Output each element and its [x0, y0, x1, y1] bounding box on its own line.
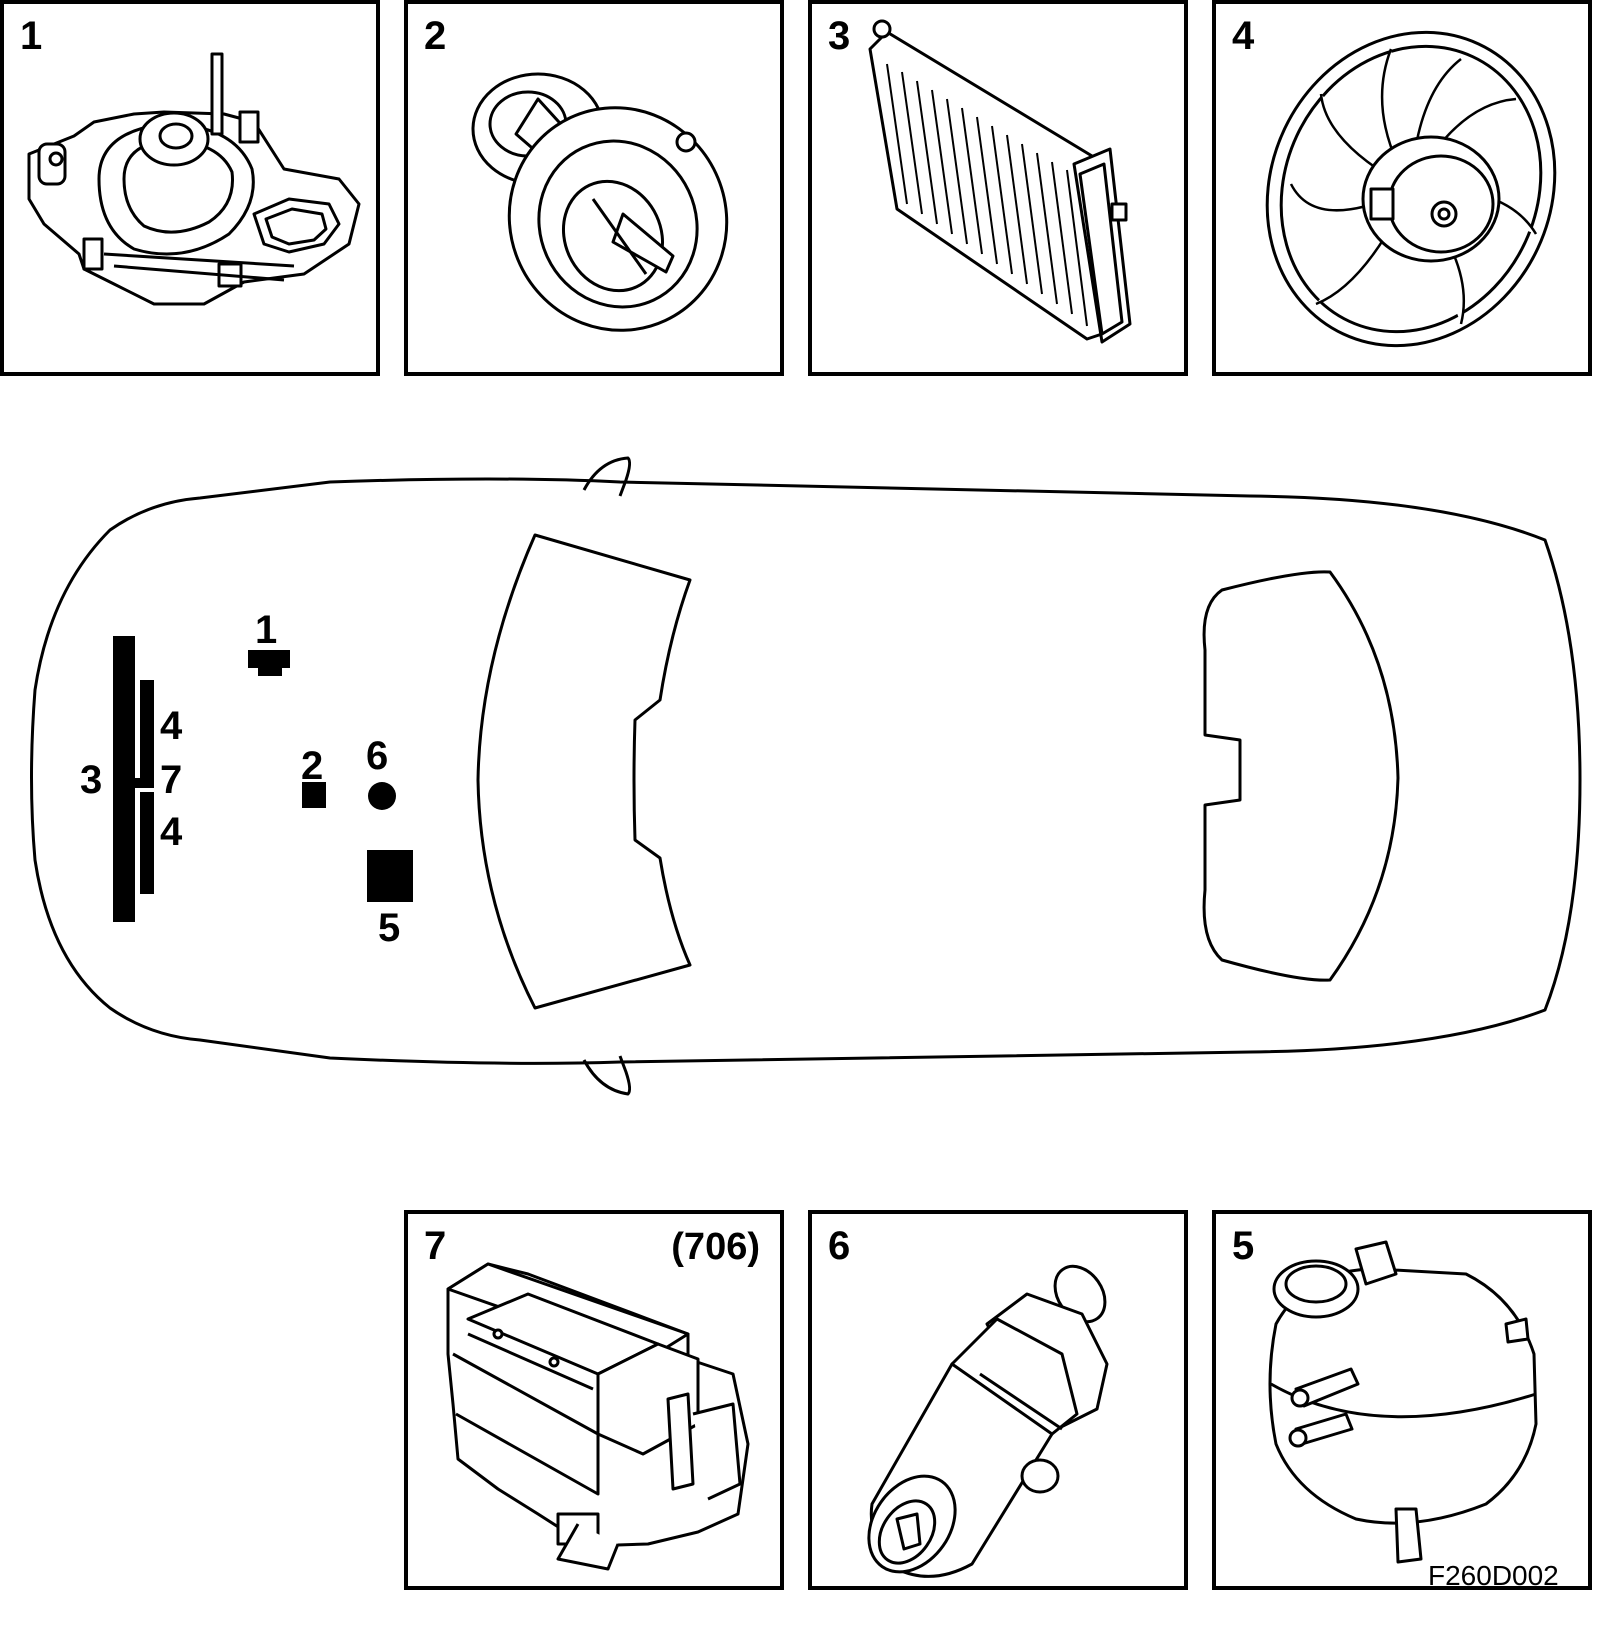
panel-5: 5 [1212, 1210, 1592, 1590]
expansion-tank-icon [1268, 1240, 1538, 1564]
marker-water-pump [248, 650, 290, 676]
vehicle-top-view: 1 2 3 4 7 4 6 5 [0, 440, 1600, 1120]
panel-number: 4 [1232, 14, 1255, 58]
panel-number: 7 [424, 1224, 447, 1268]
radiator-icon [868, 19, 1132, 344]
car-label-7: 7 [160, 758, 183, 802]
marker-thermostat [302, 782, 326, 808]
panel-number: 2 [424, 14, 447, 58]
thermostat-icon [471, 72, 729, 332]
car-label-4-lower: 4 [160, 810, 183, 854]
panel-2: 2 [404, 0, 784, 376]
panel-number: 1 [20, 14, 43, 58]
marker-auxiliary-pump [368, 782, 396, 810]
panel-number: 6 [828, 1224, 851, 1268]
car-label-2: 2 [301, 744, 324, 788]
panel-1: 1 [0, 0, 380, 376]
control-module-icon [446, 1262, 750, 1571]
marker-expansion-tank [367, 850, 413, 902]
car-label-4-upper: 4 [160, 704, 183, 748]
marker-fan-upper [140, 680, 154, 788]
panel-number: 3 [828, 14, 851, 58]
panel-reference: (706) [671, 1226, 760, 1268]
marker-radiator [113, 636, 135, 922]
car-label-3: 3 [80, 758, 103, 802]
figure-code: F260D002 [1428, 1560, 1559, 1591]
panel-3: 3 [808, 0, 1188, 376]
panel-4: 4 [1212, 0, 1592, 376]
panel-number: 5 [1232, 1224, 1255, 1268]
panel-6: 6 [808, 1210, 1188, 1590]
water-pump-icon [27, 52, 361, 306]
car-outline [30, 456, 1582, 1096]
cooling-fan-icon [1265, 30, 1557, 348]
car-label-5: 5 [378, 906, 401, 950]
panel-7: 7 (706) [404, 1210, 784, 1590]
car-label-1: 1 [255, 608, 278, 652]
marker-fan-lower [140, 792, 154, 894]
car-label-6: 6 [366, 734, 389, 778]
auxiliary-pump-icon [867, 1264, 1109, 1578]
marker-control-module [134, 778, 148, 788]
